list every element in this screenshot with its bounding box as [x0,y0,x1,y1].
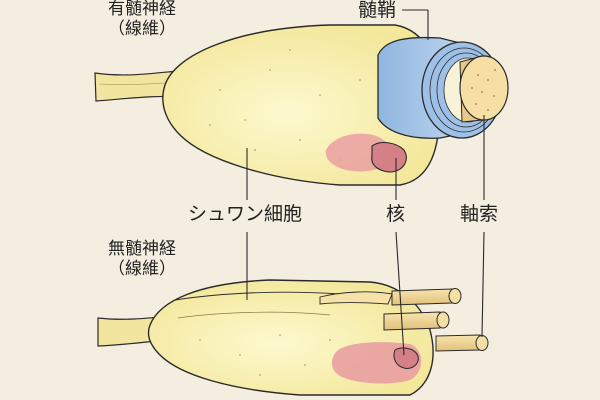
label-myelin-sheath: 髄鞘 [358,0,397,21]
label-axon: 軸索 [460,203,499,225]
unmyelinated-title: 無髄神経 （線維） [108,239,176,279]
nucleus-top [325,133,407,173]
myelinated-nerve-figure [94,9,509,200]
label-schwann-cell: シュワン細胞 [188,203,303,225]
axon-rods-bottom [383,288,489,352]
leader-nucleus-bottom [395,231,405,356]
unmyelinated-title-line1: 無髄神経 [108,239,176,259]
unmyelinated-nerve-figure [97,231,489,396]
unmyelinated-title-line2: （線維） [108,258,176,279]
axon-end-top [459,55,509,123]
leader-axon-bottom [481,231,485,338]
myelinated-title-line1: 有髄神経 [108,0,176,19]
label-nucleus: 核 [386,203,406,225]
cell-texture-top [209,49,361,161]
myelinated-title-line2: （線維） [108,18,176,39]
myelinated-title: 有髄神経 （線維） [108,0,176,39]
